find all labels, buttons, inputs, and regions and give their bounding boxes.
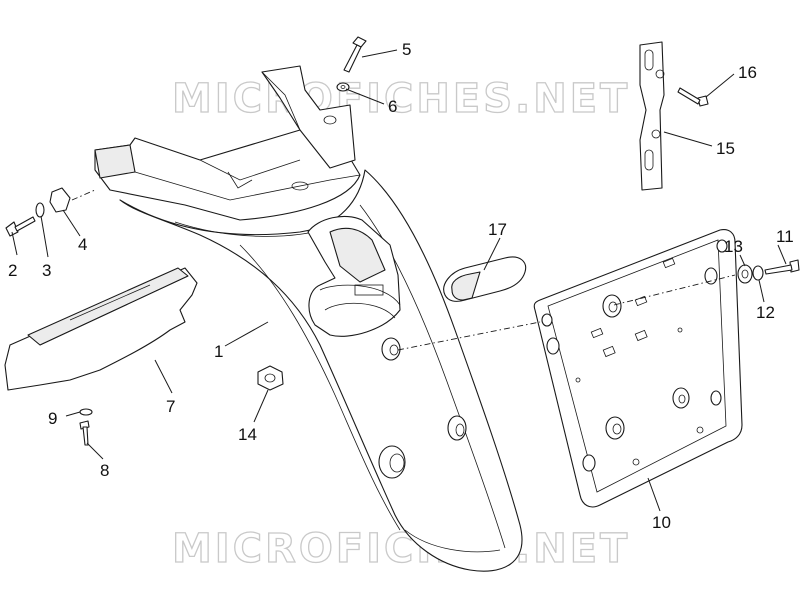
leader-lines <box>11 49 787 512</box>
callout-3: 3 <box>42 261 51 280</box>
callout-2: 2 <box>8 261 17 280</box>
callout-4: 4 <box>78 235 87 254</box>
screw-2-part[interactable] <box>5 216 36 237</box>
screw-5-part[interactable] <box>343 36 367 73</box>
washer-3-part[interactable] <box>35 202 45 218</box>
watermark-top: MICROFICHES.NET <box>172 76 630 122</box>
screw-16-part[interactable] <box>677 87 709 107</box>
nut-14-part[interactable] <box>257 365 284 391</box>
nut-4-part[interactable] <box>49 187 71 213</box>
callout-16: 16 <box>738 63 757 82</box>
rear-fender-part[interactable] <box>119 169 523 572</box>
callout-1: 1 <box>214 342 223 361</box>
plate-light-housing-part[interactable] <box>307 215 401 337</box>
callout-7: 7 <box>166 397 175 416</box>
assembly-line-bolt-to-plate <box>613 274 736 306</box>
washer-13-part[interactable] <box>737 264 753 284</box>
watermark-bottom: MICROFICHES.NET <box>172 526 630 572</box>
upper-bracket-part[interactable] <box>94 65 361 221</box>
callout-17: 17 <box>488 220 507 239</box>
callout-11: 11 <box>776 227 794 246</box>
screw-8-part[interactable] <box>79 420 90 446</box>
callout-5: 5 <box>402 40 411 59</box>
callout-12: 12 <box>756 303 775 322</box>
washer-12-part[interactable] <box>752 265 764 281</box>
washer-9-part[interactable] <box>79 408 93 416</box>
callout-15: 15 <box>716 139 735 158</box>
callout-9: 9 <box>48 409 57 428</box>
mud-flap-part[interactable] <box>4 267 198 391</box>
callout-14: 14 <box>238 425 257 444</box>
callout-10: 10 <box>652 513 671 532</box>
assembly-line-nut-to-bracket <box>71 189 96 201</box>
callout-13: 13 <box>724 237 743 256</box>
screw-11-part[interactable] <box>764 259 800 275</box>
reflector-part[interactable] <box>443 256 527 302</box>
assembly-line-plate-to-fender <box>397 321 541 351</box>
callout-6: 6 <box>388 97 397 116</box>
license-plate-holder-part[interactable] <box>533 229 743 508</box>
callout-8: 8 <box>100 461 109 480</box>
bracket-strip-part[interactable] <box>639 41 665 191</box>
